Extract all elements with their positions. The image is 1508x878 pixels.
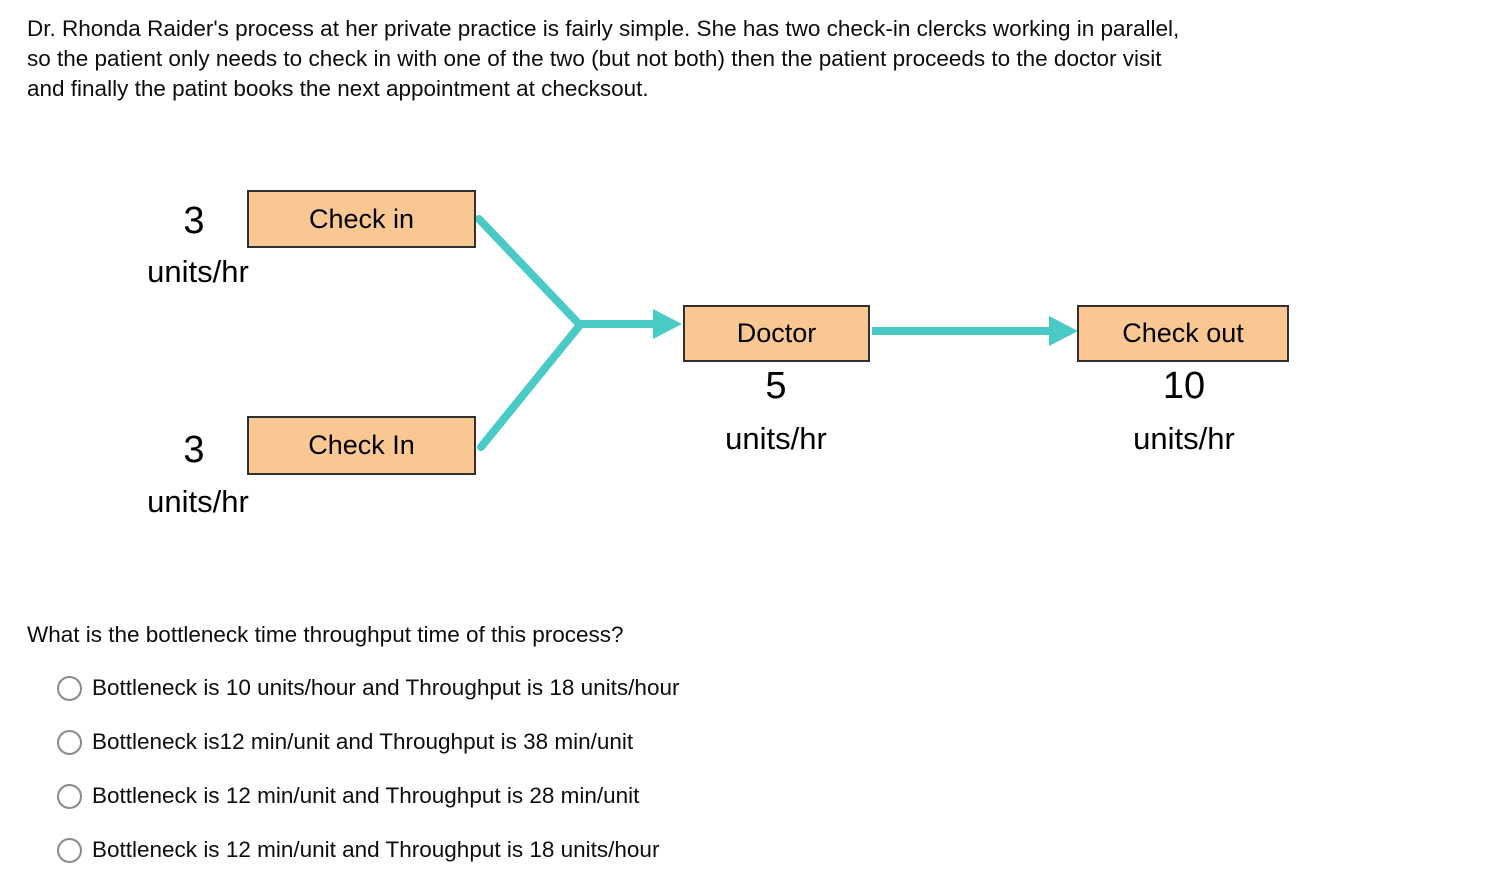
node-label: Doctor (736, 318, 817, 348)
rate-unit-check-in-2: units/hr (147, 484, 249, 519)
intro-line: Dr. Rhonda Raider's process at her priva… (27, 16, 1180, 41)
rate-value-check-in-1: 3 (183, 200, 205, 242)
answer-option-3[interactable]: Bottleneck is 12 min/unit and Throughput… (0, 769, 1508, 823)
answer-options: Bottleneck is 10 units/hour and Throughp… (0, 661, 1508, 877)
arrowhead-icon (653, 309, 682, 339)
answer-option-label: Bottleneck is 10 units/hour and Throughp… (92, 675, 680, 700)
node-doctor: Doctor (683, 305, 870, 362)
rate-unit-doctor: units/hr (725, 421, 827, 456)
answer-option-1[interactable]: Bottleneck is 10 units/hour and Throughp… (0, 661, 1508, 715)
connector-checkin1-to-merge (475, 215, 584, 329)
radio-button[interactable] (57, 729, 82, 755)
rate-unit-check-in-1: units/hr (147, 254, 249, 289)
intro-line: and finally the patint books the next ap… (27, 76, 649, 101)
node-label: Check in (308, 203, 415, 234)
arrowhead-icon (1049, 316, 1078, 346)
radio-button[interactable] (57, 837, 82, 863)
radio-button[interactable] (57, 675, 82, 701)
node-label: Check In (308, 430, 415, 460)
question-intro: Dr. Rhonda Raider's process at her priva… (27, 14, 1179, 104)
node-check-in-1: Check in (247, 190, 476, 248)
answer-option-label: Bottleneck is12 min/unit and Throughput … (92, 729, 634, 754)
node-check-out: Check out (1077, 305, 1289, 362)
node-check-in-2: Check In (247, 416, 476, 475)
answer-option-label: Bottleneck is 12 min/unit and Throughput… (92, 783, 640, 808)
rate-value-doctor: 5 (765, 365, 787, 407)
answer-option-4[interactable]: Bottleneck is 12 min/unit and Throughput… (0, 823, 1508, 877)
question-text: What is the bottleneck time throughput t… (27, 622, 624, 647)
answer-option-label: Bottleneck is 12 min/unit and Throughput… (92, 837, 660, 862)
radio-button[interactable] (57, 783, 82, 809)
connector-checkin2-to-merge (477, 321, 584, 451)
rate-unit-check-out: units/hr (1133, 421, 1235, 456)
answer-option-2[interactable]: Bottleneck is12 min/unit and Throughput … (0, 715, 1508, 769)
intro-line: so the patient only needs to check in wi… (27, 46, 1162, 71)
rate-value-check-out: 10 (1162, 365, 1206, 407)
node-label: Check out (1122, 318, 1244, 348)
rate-value-check-in-2: 3 (183, 429, 205, 471)
